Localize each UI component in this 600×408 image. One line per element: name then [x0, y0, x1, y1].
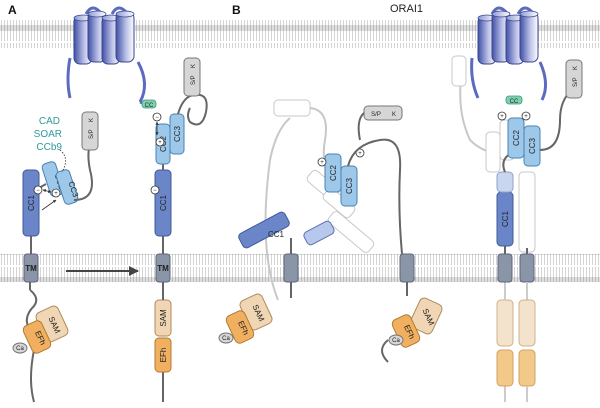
tm-domain-b4 — [519, 253, 535, 283]
cad-label: CAD — [39, 116, 60, 127]
ccb9-label: CCb9 — [36, 142, 62, 153]
tm-domain-b3 — [497, 253, 513, 283]
plus-charge-b2 — [355, 148, 365, 158]
ca-label-b1: Ca — [222, 336, 230, 342]
panel-label-a: A — [8, 3, 17, 17]
plus-charge-a1 — [51, 188, 61, 198]
stim1-active-a: EFh SAM TM CC1 − CC2 CC3 + − S/P K CC — [139, 57, 208, 402]
ca-ion-b2 — [388, 334, 404, 346]
stim1-dimer-right: CC1 CC2 CC3 + + CC S/P K — [451, 55, 583, 402]
plus-label-a2: + — [158, 140, 162, 146]
k-label-b2: K — [573, 66, 579, 70]
ca-ion-b1 — [218, 332, 234, 344]
cc2-label-b2: CC2 — [512, 129, 521, 146]
stim1-inactive: TM CC1 CC2 CC3 S/P K − + CAD SOAR CCb9 S… — [12, 111, 99, 403]
sp-k-domain-a2 — [183, 57, 201, 97]
minus-charge-a3 — [152, 112, 162, 122]
plus-label-b3: + — [500, 114, 504, 120]
plus-charge-b3 — [497, 111, 507, 121]
sam-domain-b2 — [409, 297, 443, 335]
sp-label-a2: S/P — [191, 75, 197, 85]
ca-label-a1: Ca — [16, 346, 24, 352]
minus-label-a1: − — [36, 188, 40, 194]
cc1-label-a1: CC1 — [27, 194, 36, 211]
cc3-domain-a1 — [55, 169, 79, 205]
faded-spk-b2 — [451, 55, 467, 87]
orai1-label: ORAI1 — [390, 3, 423, 15]
sp-label-b2: S/P — [573, 77, 579, 87]
minus-charge-a1 — [33, 185, 43, 195]
plus-charge-a2 — [155, 137, 165, 147]
cc1-domain-a1 — [22, 169, 40, 237]
ca-label-b2: Ca — [392, 338, 400, 344]
orai1-channel-a — [66, 6, 146, 103]
orai-cc-tag-a — [141, 99, 157, 109]
efh-domain-a1 — [22, 320, 52, 354]
faded-spk-b1 — [273, 99, 311, 117]
tm-label-a1: TM — [25, 264, 37, 273]
cc3-label-b2: CC3 — [528, 137, 537, 154]
plus-charge-b1 — [317, 157, 327, 167]
cc-tag-label-a: CC — [145, 103, 154, 109]
cc2-label-b1: CC2 — [329, 164, 338, 181]
sp-k-domain-b1 — [363, 105, 403, 121]
cc3-label-a2: CC3 — [173, 125, 182, 142]
plus-label-a1: + — [54, 191, 58, 197]
plus-label-b1: + — [320, 160, 324, 166]
tm-label-a2: TM — [157, 264, 169, 273]
cc3-label-b1: CC3 — [345, 177, 354, 194]
panel-label-b: B — [232, 3, 241, 17]
cc1-label-a2: CC1 — [159, 194, 168, 211]
k-label-a1: K — [89, 118, 95, 122]
minus-charge-a2 — [150, 185, 160, 195]
orai1-channel-b — [470, 6, 547, 101]
soar-label: SOAR — [34, 129, 62, 140]
sp-label-a1: S/P — [89, 129, 95, 139]
sam-label-a2: SAM — [159, 309, 168, 327]
tm-domain-b1 — [283, 253, 299, 283]
cc1-label-b2: CC1 — [501, 210, 510, 227]
minus-label-a3: − — [155, 115, 159, 121]
orai-cc-tag-b — [505, 95, 523, 105]
k-label-b1: K — [392, 112, 396, 118]
efh-domain-a2 — [154, 337, 172, 373]
plus-label-b4: + — [524, 114, 528, 120]
efh-domain-b1 — [225, 310, 255, 344]
cc3-domain-b2 — [523, 125, 541, 167]
sp-label-b1: S/P — [371, 112, 381, 118]
k-label-a2: K — [191, 64, 197, 68]
cc1-label-b1: CC1 — [268, 230, 285, 239]
cc1-domain-b1 — [238, 211, 290, 249]
tm-domain-b2 — [399, 253, 415, 283]
cc3-domain-a2 — [169, 113, 185, 155]
plus-label-b2: + — [358, 151, 362, 157]
stim1-dimer-left: CC1 CC2 CC3 + + S/P K SAM EFh Ca SAM EFh… — [218, 99, 443, 363]
efh-label-a2: EFh — [159, 348, 168, 363]
cc-tag-label-b: CC — [510, 99, 519, 105]
sp-k-domain-a1 — [81, 111, 99, 151]
ca-ion-a1 — [12, 342, 28, 354]
minus-label-a2: − — [153, 188, 157, 194]
plus-charge-b4 — [521, 111, 531, 121]
sp-k-domain-b2 — [565, 59, 583, 99]
